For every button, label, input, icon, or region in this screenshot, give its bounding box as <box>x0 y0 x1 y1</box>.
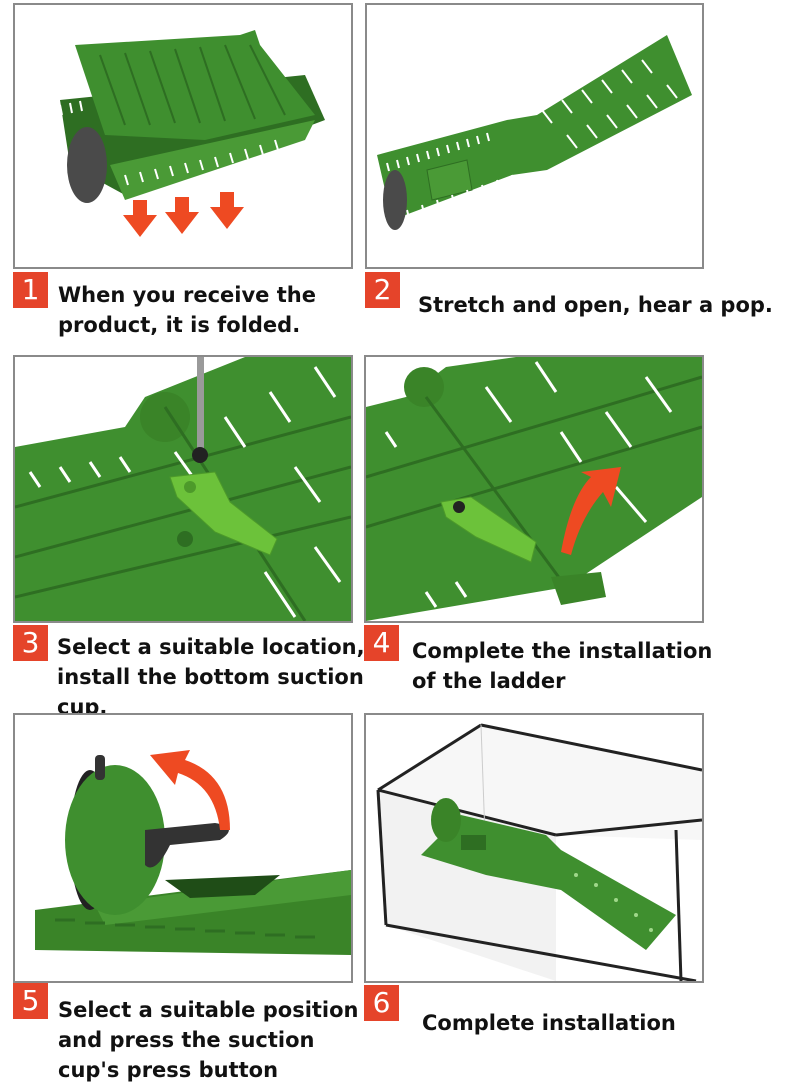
folded-ladder-illustration <box>59 30 325 237</box>
up-arrow-icon <box>561 467 621 555</box>
step-2-badge: 2 <box>365 272 400 308</box>
down-arrows-icon <box>123 192 244 237</box>
screwdriver-icon <box>197 357 204 452</box>
step-5-caption: Select a suitable position and press the… <box>58 998 359 1082</box>
press-button-icon <box>145 823 229 868</box>
step-5-badge: 5 <box>13 983 48 1019</box>
glass-tank-icon <box>376 723 702 981</box>
step-1-badge: 1 <box>13 272 48 308</box>
step-2-caption: Stretch and open, hear a pop. <box>418 293 773 317</box>
screw-icon <box>453 501 465 513</box>
suction-cup-illustration <box>35 750 351 955</box>
step-4-image-panel <box>364 355 704 623</box>
step-3-image-panel <box>13 355 353 623</box>
step-6-image-panel <box>364 713 704 983</box>
installed-clip-illustration <box>366 357 702 621</box>
step-1-image-panel <box>13 3 353 269</box>
curved-arrow-icon <box>150 750 230 830</box>
step-3-badge: 3 <box>13 625 48 661</box>
screwdriver-clip-illustration <box>15 357 351 621</box>
unfolded-ladder-illustration <box>377 35 692 230</box>
step-3-caption: Select a suitable location, install the … <box>57 635 365 719</box>
step-6-badge: 6 <box>364 985 399 1021</box>
step-4-badge: 4 <box>364 625 399 661</box>
step-5-image-panel <box>13 713 353 983</box>
clip-icon <box>169 471 278 556</box>
step-2-image-panel <box>365 3 704 269</box>
screw-icon <box>192 447 208 463</box>
suction-cup-icon <box>67 127 107 203</box>
step-4-caption: Complete the installation of the ladder <box>412 639 713 693</box>
suction-cup-icon <box>383 170 407 230</box>
step-1-caption: When you receive the product, it is fold… <box>58 283 316 337</box>
glass-tank-illustration <box>376 723 702 981</box>
step-6-caption: Complete installation <box>422 1011 676 1035</box>
clip-icon <box>440 496 537 563</box>
